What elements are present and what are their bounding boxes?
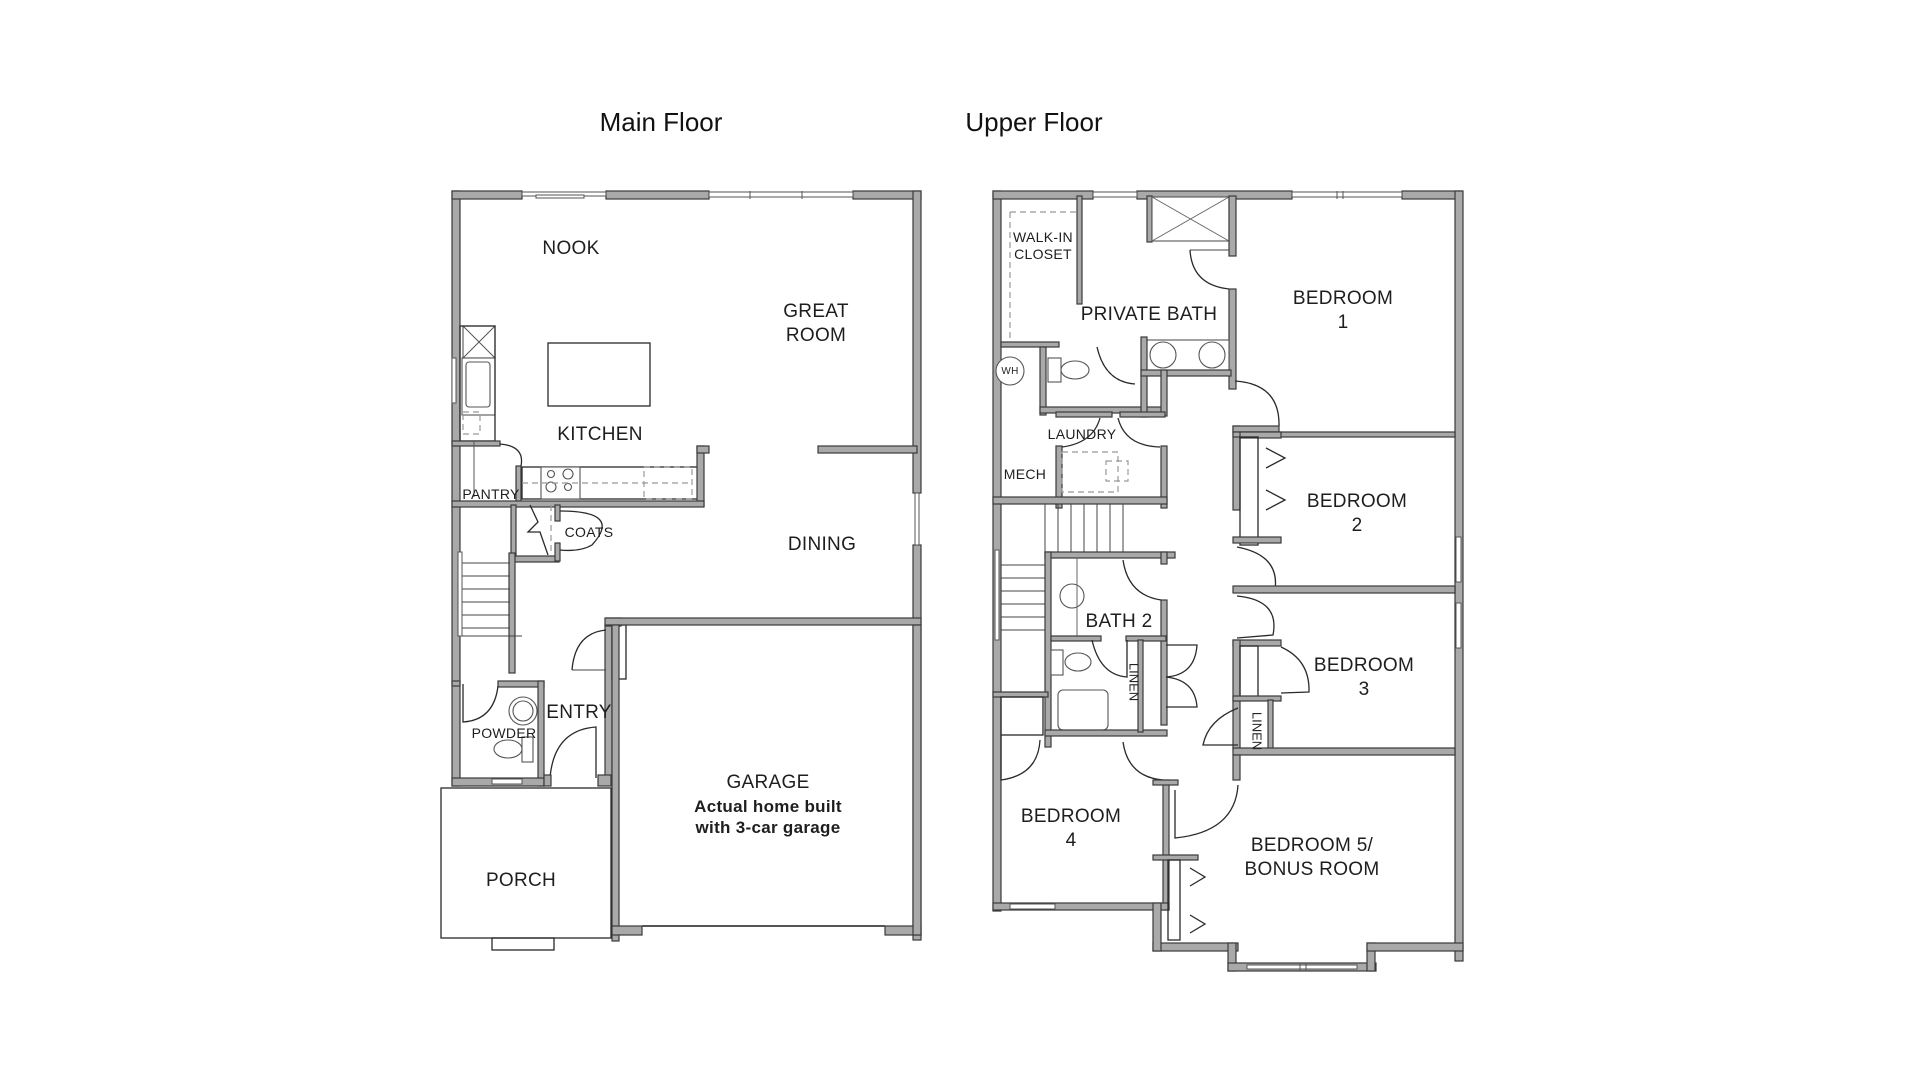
upper-floor-plan [992,190,1464,972]
room-label-bedroom-2-line1: BEDROOM [1306,491,1408,512]
room-label-laundry: LAUNDRY [1047,426,1117,442]
main-floor-plan [440,190,922,951]
room-label-coats: COATS [564,524,614,540]
room-label-bedroom-4-line1: BEDROOM [1020,806,1122,827]
room-label-pantry: PANTRY [462,486,520,502]
room-label-mech: MECH [1003,466,1047,482]
main-floor-title: Main Floor [599,107,723,137]
room-label-entry: ENTRY [546,702,612,723]
room-label-great-room-line2: ROOM [785,325,847,346]
room-label-walk-in-closet-line2: CLOSET [1014,246,1072,262]
garage-note-line2: with 3-car garage [695,818,841,837]
room-label-bedroom-5-line2: BONUS ROOM [1244,859,1380,880]
room-label-bedroom-2-line2: 2 [1351,515,1363,536]
room-label-linen-1: LINEN [1126,662,1142,702]
room-label-walk-in-closet-line1: WALK-IN [1013,229,1073,245]
room-label-bedroom-1-line1: BEDROOM [1292,288,1394,309]
room-label-bedroom-3-line1: BEDROOM [1313,655,1415,676]
room-label-garage: GARAGE [726,772,810,793]
room-label-bedroom-5-line1: BEDROOM 5/ [1250,835,1374,856]
room-label-porch: PORCH [485,870,557,891]
room-label-kitchen: KITCHEN [557,424,643,445]
room-label-bedroom-4-line2: 4 [1065,830,1077,851]
room-label-great-room-line1: GREAT [783,301,849,322]
room-label-bedroom-3-line2: 3 [1358,679,1370,700]
room-label-linen-2: LINEN [1249,711,1265,751]
water-heater-label: WH [1001,366,1019,377]
room-label-dining: DINING [787,534,857,555]
room-label-private-bath: PRIVATE BATH [1080,304,1218,325]
room-label-powder: POWDER [471,725,537,741]
room-label-bedroom-1-line2: 1 [1337,312,1349,333]
room-label-nook: NOOK [542,238,600,259]
room-label-bath-2: BATH 2 [1085,611,1153,632]
upper-floor-title: Upper Floor [965,107,1103,137]
garage-note-line1: Actual home built [694,797,842,816]
